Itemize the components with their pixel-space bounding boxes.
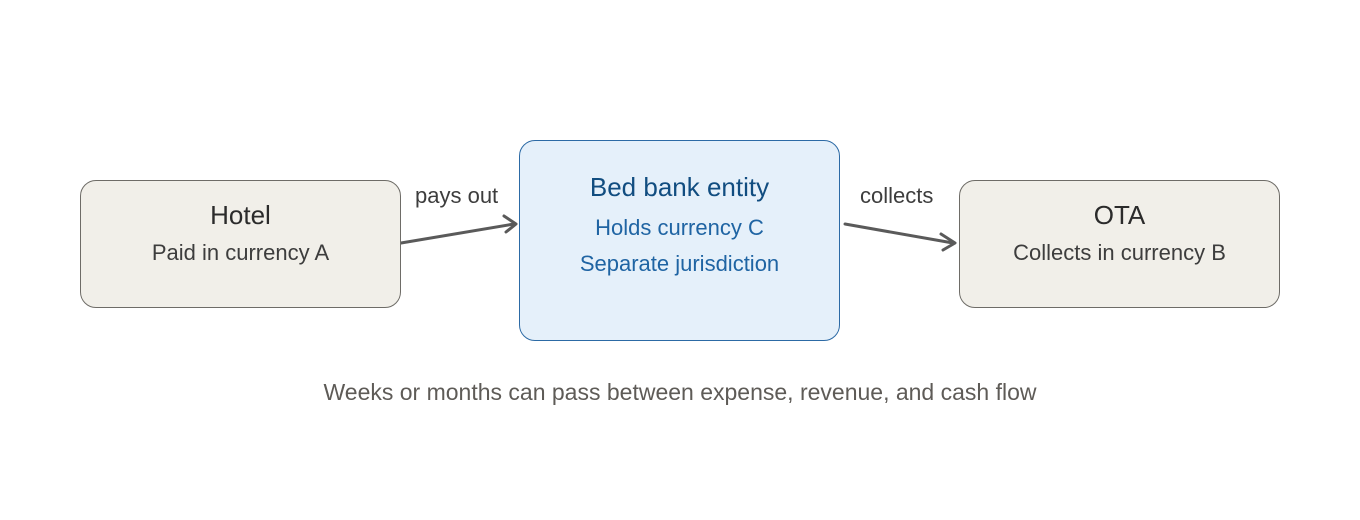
bed-bank-title: Bed bank entity: [589, 172, 770, 202]
bed-bank-jurisdiction: Separate jurisdiction: [579, 251, 780, 276]
hotel-subtitle: Paid in currency A: [151, 240, 330, 265]
ota-node: OTA Collects in currency B: [959, 180, 1280, 308]
hotel-node: Hotel Paid in currency A: [80, 180, 401, 308]
edge-label-collects: collects: [860, 183, 934, 208]
diagram-caption: Weeks or months can pass between expense…: [323, 379, 1037, 405]
ota-subtitle: Collects in currency B: [1013, 240, 1226, 265]
arrow-hotel-to-bed-bank: [399, 214, 518, 245]
bed-bank-currency: Holds currency C: [595, 215, 764, 240]
bed-bank-node: Bed bank entity Holds currency C Separat…: [519, 140, 840, 341]
edge-label-pays-out: pays out: [415, 183, 499, 208]
arrow-bed-bank-to-ota: [843, 222, 957, 252]
hotel-title: Hotel: [210, 200, 271, 230]
ota-title: OTA: [1093, 200, 1146, 230]
